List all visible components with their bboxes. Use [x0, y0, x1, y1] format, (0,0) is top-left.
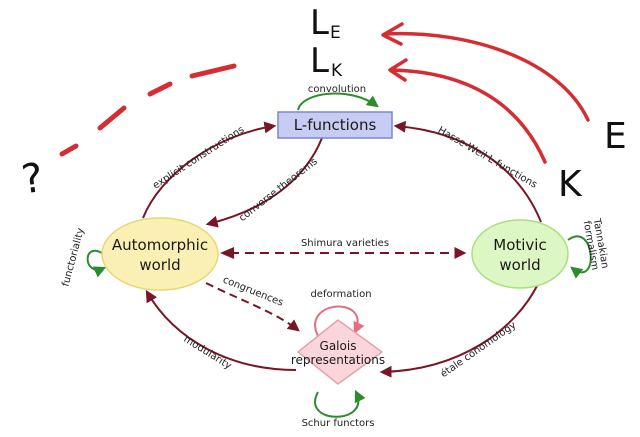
label-modularity: modularity — [181, 334, 233, 372]
edge-hasse-weil — [393, 120, 542, 223]
motivic-label-2: world — [499, 256, 540, 274]
red-dash-2 — [97, 105, 127, 131]
edge-converse-theorems — [205, 137, 323, 228]
shimura-left-arrowhead — [220, 247, 234, 259]
automorphic-label-1: Automorphic — [112, 236, 208, 254]
edge-congruences — [205, 282, 300, 332]
edge-explicit-constructions — [142, 121, 277, 219]
l-e-subscript: E — [330, 23, 341, 43]
node-galois-representations: Galois representations — [291, 319, 385, 385]
node-motivic-world: Motivic world — [471, 219, 569, 289]
loop-functoriality — [86, 249, 107, 278]
label-convolution: convolution — [308, 84, 366, 95]
label-shimura-varieties: Shimura varieties — [301, 238, 389, 249]
l-k-letter: L — [310, 41, 329, 81]
label-congruences: congruences — [221, 275, 285, 309]
automorphic-label-2: world — [139, 256, 180, 274]
red-dash-3 — [147, 81, 173, 97]
red-dash-4 — [189, 63, 237, 79]
self-loops — [86, 92, 592, 418]
motivic-label-1: Motivic — [493, 236, 546, 254]
edges — [142, 120, 542, 378]
question-mark: ? — [19, 155, 46, 204]
red-dash-1 — [59, 143, 79, 157]
l-functions-label: L-functions — [294, 116, 377, 134]
loop-schur — [314, 389, 366, 418]
label-converse-theorems: converse theorems — [237, 156, 320, 224]
l-e-letter: L — [310, 3, 329, 43]
loop-tannakian — [567, 235, 592, 279]
handwritten-annotations — [59, 22, 590, 164]
l-k-subscript: K — [331, 61, 343, 81]
label-explicit-constructions: explicit constructions — [151, 124, 246, 191]
red-arrowhead-k — [388, 58, 408, 82]
label-functoriality: functoriality — [60, 227, 86, 288]
node-l-functions: L-functions — [277, 111, 393, 139]
letter-e: E — [604, 116, 627, 157]
letter-k: K — [558, 164, 583, 205]
node-automorphic-world: Automorphic world — [101, 217, 219, 291]
red-curve-e — [383, 31, 590, 122]
red-arrowhead-e — [381, 22, 404, 46]
edge-etale-cohomology — [379, 283, 539, 378]
label-deformation: deformation — [310, 289, 371, 300]
label-etale-cohomology: étale cohomology — [438, 319, 518, 380]
edge-modularity — [145, 289, 297, 371]
galois-label-1: Galois — [320, 339, 357, 353]
handwritten-letters: ? L E L K E K — [19, 3, 627, 205]
galois-label-2: representations — [291, 353, 385, 367]
loop-convolution — [297, 92, 379, 111]
label-schur-functors: Schur functors — [302, 418, 375, 429]
label-hasse-weil: Hasse-Weil L-functions — [436, 125, 539, 191]
red-curve-k — [390, 68, 547, 164]
loop-deformation — [314, 305, 365, 337]
